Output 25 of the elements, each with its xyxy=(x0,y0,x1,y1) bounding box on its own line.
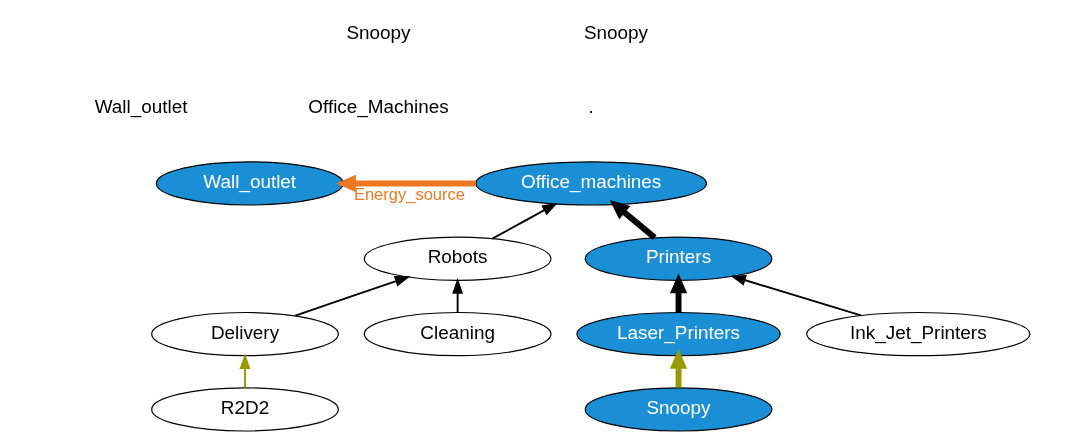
node-ellipse: Wall_outlet xyxy=(155,161,344,206)
node-ellipse: Ink_Jet_Printers xyxy=(806,311,1031,357)
label: Snoopy xyxy=(583,21,648,43)
node-ellipse: Snoopy xyxy=(584,387,773,432)
arrow xyxy=(452,278,464,314)
label: . xyxy=(588,96,594,118)
arrow xyxy=(239,353,251,389)
edge-label: Energy_source xyxy=(353,185,465,205)
label: Wall_outlet xyxy=(94,96,188,118)
node-ellipse: Office_machines xyxy=(475,161,708,206)
node-ellipse: Cleaning xyxy=(363,311,552,357)
node-ellipse: Delivery xyxy=(151,311,339,357)
label: Snoopy xyxy=(346,21,411,43)
arrow xyxy=(730,275,862,317)
label: Office_Machines xyxy=(308,96,449,118)
arrow xyxy=(669,348,688,388)
arrow xyxy=(294,276,411,317)
node-ellipse: R2D2 xyxy=(151,387,339,432)
arrow xyxy=(491,202,558,240)
node-ellipse: Printers xyxy=(584,236,773,281)
arrow xyxy=(336,174,476,193)
node-ellipse: Laser_Printers xyxy=(576,311,781,357)
node-ellipse: Robots xyxy=(363,236,552,281)
arrow xyxy=(669,273,688,313)
arrow xyxy=(609,200,657,240)
